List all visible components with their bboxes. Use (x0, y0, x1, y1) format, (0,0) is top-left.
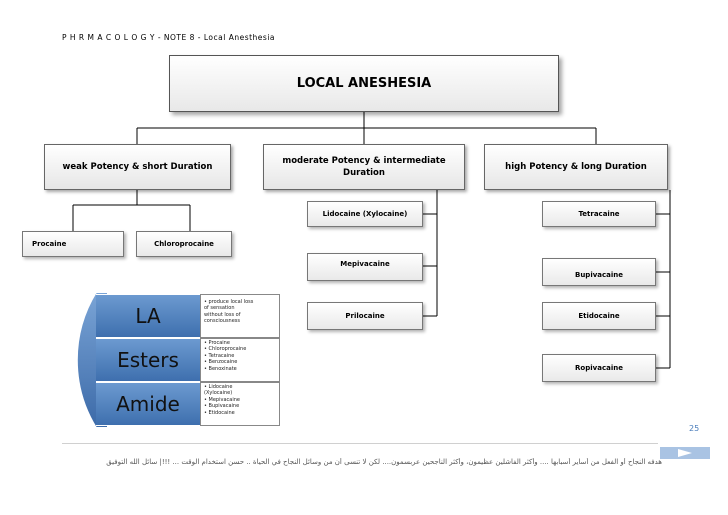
ester-item: • Benzocaine (204, 359, 238, 366)
footer-quote: هدفه النجاح أو الفعل من أساير أسبابها ..… (106, 458, 662, 466)
category-weak-box: weak Potency & short Duration (44, 144, 231, 190)
category-weak-label: weak Potency & short Duration (62, 162, 213, 172)
esters-list-panel: • Procaine • Chloroprocaine • Tetracaine… (200, 338, 280, 382)
amide-item: (Xylocaine) (204, 390, 233, 397)
drug-procaine-box: Procaine (22, 231, 124, 257)
la-notes-panel: • produce local loss of sensation withou… (200, 294, 280, 338)
la-row-label-amide: Amide (96, 382, 200, 426)
drug-prilocaine: Prilocaine (345, 312, 385, 320)
la-row-label-la: LA (96, 294, 200, 338)
slide-nav-button[interactable] (660, 447, 710, 459)
drug-chloroprocaine-box: Chloroprocaine (136, 231, 232, 257)
category-high-box: high Potency & long Duration (484, 144, 668, 190)
ester-item: • Chloroprocaine (204, 346, 247, 353)
drug-lidocaine-box: Lidocaine (Xylocaine) (307, 201, 423, 227)
category-moderate-box: moderate Potency & intermediate Duration (263, 144, 465, 190)
drug-bupivacaine: Bupivacaine (574, 271, 624, 279)
category-moderate-label-line2: Duration (343, 168, 385, 178)
drug-procaine: Procaine (32, 240, 67, 248)
amide-item: • Etidocaine (204, 409, 235, 416)
drug-tetracaine: Tetracaine (578, 210, 620, 218)
root-title: LOCAL ANESHESIA (296, 76, 432, 91)
page-number: 25 (689, 424, 700, 433)
drug-mepivacaine: Mepivacaine (340, 260, 390, 268)
ester-item: • Tetracaine (204, 352, 235, 359)
drug-prilocaine-box: Prilocaine (307, 302, 423, 330)
drug-bupivacaine-box: Bupivacaine (542, 258, 656, 286)
amide-item: • Lidocaine (204, 384, 233, 390)
category-high-label: high Potency & long Duration (505, 162, 647, 172)
la-note-line: • produce local loss (204, 299, 254, 305)
category-moderate-label-line1: moderate Potency & intermediate (282, 156, 446, 166)
drug-etidocaine: Etidocaine (578, 312, 620, 320)
amide-item: • Mepivacaine (204, 396, 240, 403)
play-arrow-icon (678, 449, 692, 457)
drug-mepivacaine-box: Mepivacaine (307, 253, 423, 281)
la-note-line: without loss of (204, 311, 241, 318)
la-row-la-text: LA (135, 304, 161, 328)
footer-divider (62, 443, 658, 444)
drug-etidocaine-box: Etidocaine (542, 302, 656, 330)
drug-ropivacaine-box: Ropivacaine (542, 354, 656, 382)
la-note-line: consciousness (204, 318, 241, 325)
drug-ropivacaine: Ropivacaine (575, 364, 623, 372)
document-header: P H R M A C O L O G Y - NOTE 8 - Local A… (62, 33, 275, 42)
ester-item: • Benoxinate (204, 365, 237, 372)
la-row-esters-text: Esters (117, 348, 179, 372)
la-row-label-esters: Esters (96, 338, 200, 382)
root-title-box: LOCAL ANESHESIA (169, 55, 559, 112)
amides-list-panel: • Lidocaine (Xylocaine) • Mepivacaine • … (200, 382, 280, 426)
la-note-line: of sensation (204, 305, 235, 312)
ester-item: • Procaine (204, 340, 230, 346)
drug-tetracaine-box: Tetracaine (542, 201, 656, 227)
drug-chloroprocaine: Chloroprocaine (154, 240, 214, 248)
amide-item: • Bupivacaine (204, 403, 240, 410)
drug-lidocaine: Lidocaine (Xylocaine) (322, 210, 408, 218)
la-row-amide-text: Amide (116, 392, 180, 416)
